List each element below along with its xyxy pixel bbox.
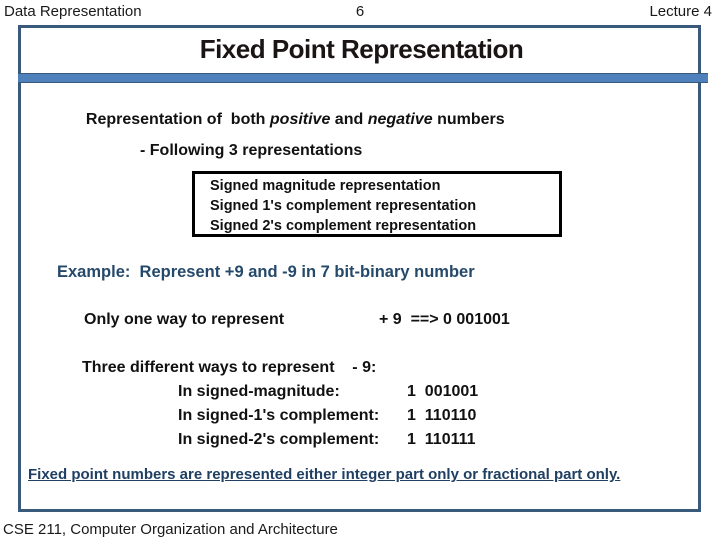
representations-box-item: Signed 1's complement representation	[210, 198, 477, 214]
header-course-label: Data Representation	[4, 3, 142, 20]
slide-frame	[18, 25, 701, 512]
representation-line-prefix: Representation of both	[85, 111, 270, 128]
footer-course-title: CSE 211, Computer Organization and Archi…	[3, 521, 338, 538]
representation-line-italic-negative: negative	[367, 111, 433, 128]
way-ones-complement-value: 1 110110	[407, 407, 477, 424]
way-signed-magnitude-value: 1 001001	[407, 383, 479, 400]
header-page-number: 6	[355, 3, 365, 20]
representation-line: Representation of both positive and nega…	[77, 93, 505, 129]
representation-line-mid: and	[330, 111, 368, 128]
only-way-label: Only one way to represent	[84, 311, 285, 328]
slide-title: Fixed Point Representation	[199, 34, 524, 64]
header-lecture-label: Lecture 4	[649, 3, 712, 20]
title-accent-bar	[18, 73, 708, 83]
only-way-value: + 9 ==> 0 001001	[379, 311, 510, 328]
representations-box: Signed magnitude representation Signed 1…	[192, 171, 562, 237]
following-line: - Following 3 representations	[140, 142, 363, 159]
way-ones-complement-label: In signed-1's complement:	[178, 407, 380, 424]
fixed-point-note: Fixed point numbers are represented eith…	[28, 466, 621, 483]
three-ways-label: Three different ways to represent - 9:	[82, 359, 377, 376]
representation-line-italic-positive: positive	[269, 111, 331, 128]
way-signed-magnitude-label: In signed-magnitude:	[178, 383, 340, 400]
representations-box-item: Signed magnitude representation	[210, 178, 441, 194]
representation-line-suffix: numbers	[432, 111, 505, 128]
representations-box-item: Signed 2's complement representation	[210, 218, 477, 234]
example-line: Example: Represent +9 and -9 in 7 bit-bi…	[57, 263, 475, 281]
way-twos-complement-value: 1 110111	[407, 431, 476, 448]
way-twos-complement-label: In signed-2's complement:	[178, 431, 380, 448]
